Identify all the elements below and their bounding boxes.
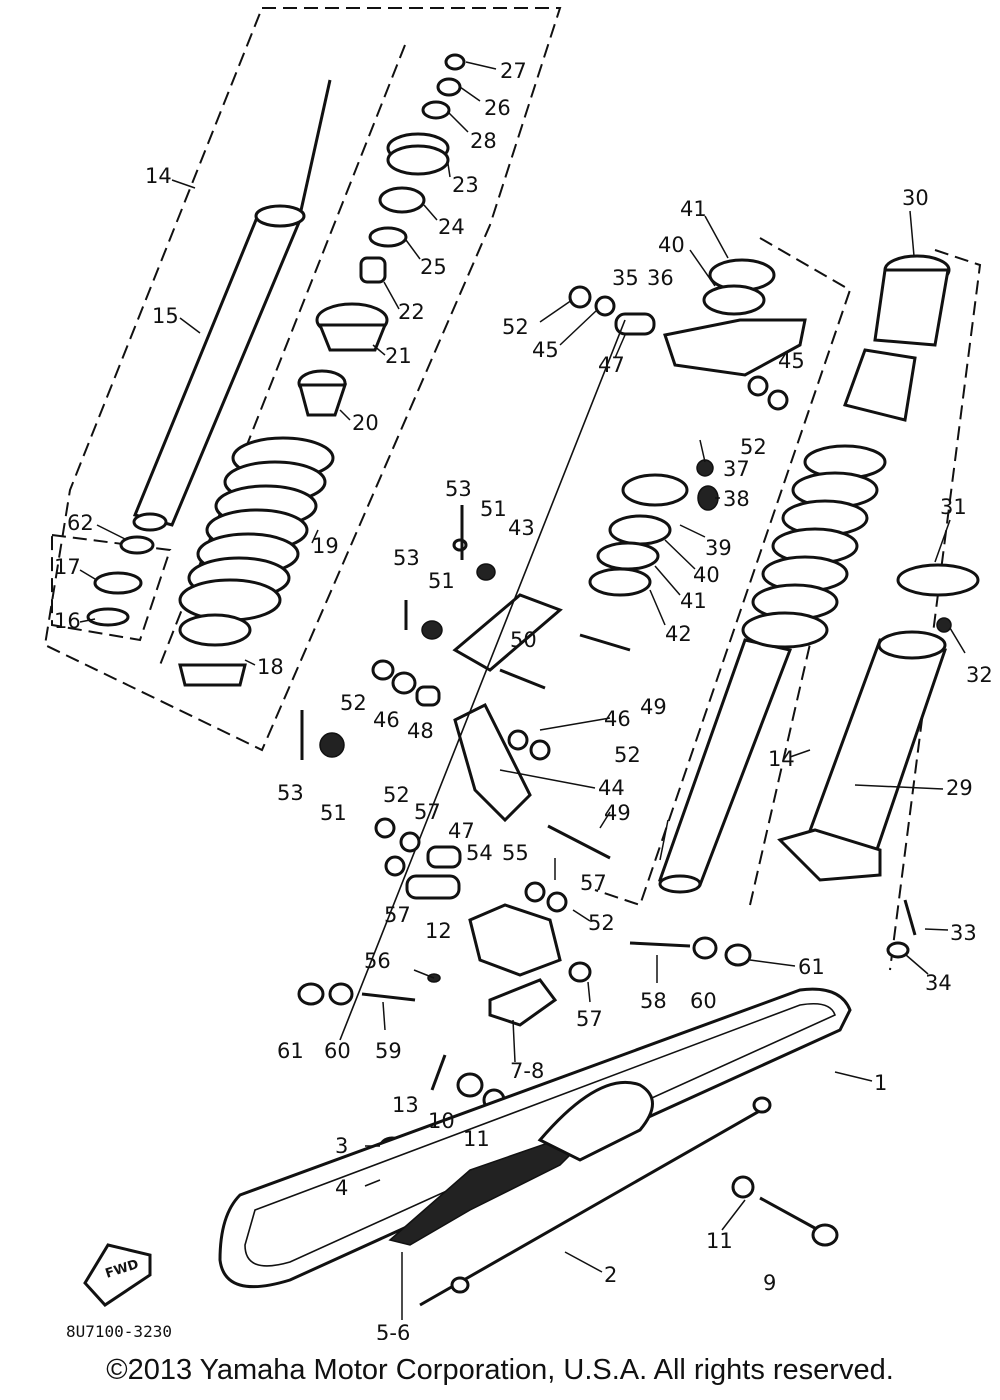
exploded-parts-diagram: FWD (43, 7, 993, 1340)
callout-29: 29 (946, 776, 973, 800)
callout-52-low-right: 52 (588, 911, 615, 935)
callout-52-low: 52 (383, 783, 410, 807)
callout-35: 35 (612, 266, 639, 290)
callout-53-c: 53 (277, 781, 304, 805)
callout-48: 48 (407, 719, 434, 743)
callout-47-low: 47 (448, 819, 475, 843)
callout-52-mid: 52 (340, 691, 367, 715)
callout-15: 15 (152, 304, 179, 328)
callout-45-left: 45 (532, 338, 559, 362)
callout-42: 42 (665, 622, 692, 646)
callout-labels: 27 26 28 23 24 25 22 21 20 19 18 14 15 6… (54, 59, 993, 1340)
callout-50: 50 (510, 628, 537, 652)
callout-3: 3 (335, 1134, 348, 1158)
diagram-code: 8U7100-3230 (66, 1322, 172, 1341)
callout-58: 58 (640, 989, 667, 1013)
callout-30: 30 (902, 186, 929, 210)
callout-49-top: 49 (640, 695, 667, 719)
left-stack-parts (86, 53, 466, 687)
callout-33: 33 (950, 921, 977, 945)
callout-7-8: 7-8 (510, 1059, 544, 1083)
callout-49-low: 49 (604, 801, 631, 825)
callout-56: 56 (364, 949, 391, 973)
callout-13: 13 (392, 1093, 419, 1117)
fwd-arrow: FWD (83, 1243, 152, 1307)
callout-26: 26 (484, 96, 511, 120)
callout-51-b: 51 (428, 569, 455, 593)
callout-52-mid-right: 52 (614, 743, 641, 767)
callout-31: 31 (940, 495, 967, 519)
callout-40: 40 (693, 563, 720, 587)
callout-11-left: 11 (463, 1127, 490, 1151)
callout-22: 22 (398, 300, 425, 324)
callout-52-right: 52 (740, 435, 767, 459)
callout-57-c: 57 (384, 903, 411, 927)
callout-14-right: 14 (768, 747, 795, 771)
linkage-parts (300, 258, 807, 1041)
callout-12: 12 (425, 919, 452, 943)
callout-43: 43 (508, 516, 535, 540)
callout-4: 4 (335, 1176, 348, 1200)
spring-left (178, 436, 335, 622)
callout-14-left: 14 (145, 164, 172, 188)
callout-46-left: 46 (373, 708, 400, 732)
callout-32: 32 (966, 663, 993, 687)
callout-62: 62 (67, 511, 94, 535)
callout-57-d: 57 (576, 1007, 603, 1031)
callout-55: 55 (502, 841, 529, 865)
callout-61-right: 61 (798, 955, 825, 979)
callout-9: 9 (763, 1271, 776, 1295)
callout-41: 41 (680, 589, 707, 613)
callout-51-a: 51 (480, 497, 507, 521)
callout-17: 17 (54, 555, 81, 579)
callout-28: 28 (470, 129, 497, 153)
callout-38: 38 (723, 487, 750, 511)
callout-25: 25 (420, 255, 447, 279)
ski-mount-parts (297, 817, 839, 1247)
callout-5-6: 5-6 (376, 1321, 410, 1340)
assembly-outlines (43, 7, 982, 971)
callout-11-right: 11 (706, 1229, 733, 1253)
callout-60-left: 60 (324, 1039, 351, 1063)
shock-absorber-left (132, 79, 332, 532)
callout-16: 16 (54, 609, 81, 633)
callout-18: 18 (257, 655, 284, 679)
callout-61-left: 61 (277, 1039, 304, 1063)
callout-57-a: 57 (414, 800, 441, 824)
callout-54: 54 (466, 841, 493, 865)
callout-36: 36 (647, 266, 674, 290)
callout-37: 37 (723, 457, 750, 481)
callout-60-right: 60 (690, 989, 717, 1013)
callout-2: 2 (604, 1263, 617, 1287)
callout-21: 21 (385, 344, 412, 368)
callout-27: 27 (500, 59, 527, 83)
callout-10: 10 (428, 1109, 455, 1133)
callout-47-top: 47 (598, 353, 625, 377)
callout-1: 1 (874, 1071, 887, 1095)
ski (218, 987, 852, 1307)
callout-34: 34 (925, 971, 952, 995)
callout-23: 23 (452, 173, 479, 197)
right-shock-assembly (657, 254, 980, 959)
copyright-notice: ©2013 Yamaha Motor Corporation, U.S.A. A… (106, 1354, 894, 1386)
callout-41-top: 41 (680, 197, 707, 221)
callout-40-top: 40 (658, 233, 685, 257)
callout-39: 39 (705, 536, 732, 560)
callout-44: 44 (598, 776, 625, 800)
callout-51-c: 51 (320, 801, 347, 825)
callout-46-right: 46 (604, 707, 631, 731)
callout-45-right: 45 (778, 349, 805, 373)
callout-53-b: 53 (393, 546, 420, 570)
leader-lines (79, 61, 966, 1320)
callout-57-b: 57 (580, 871, 607, 895)
callout-59: 59 (375, 1039, 402, 1063)
callout-19: 19 (312, 534, 339, 558)
callout-53-a: 53 (445, 477, 472, 501)
callout-52-top: 52 (502, 315, 529, 339)
callout-24: 24 (438, 215, 465, 239)
callout-20: 20 (352, 411, 379, 435)
